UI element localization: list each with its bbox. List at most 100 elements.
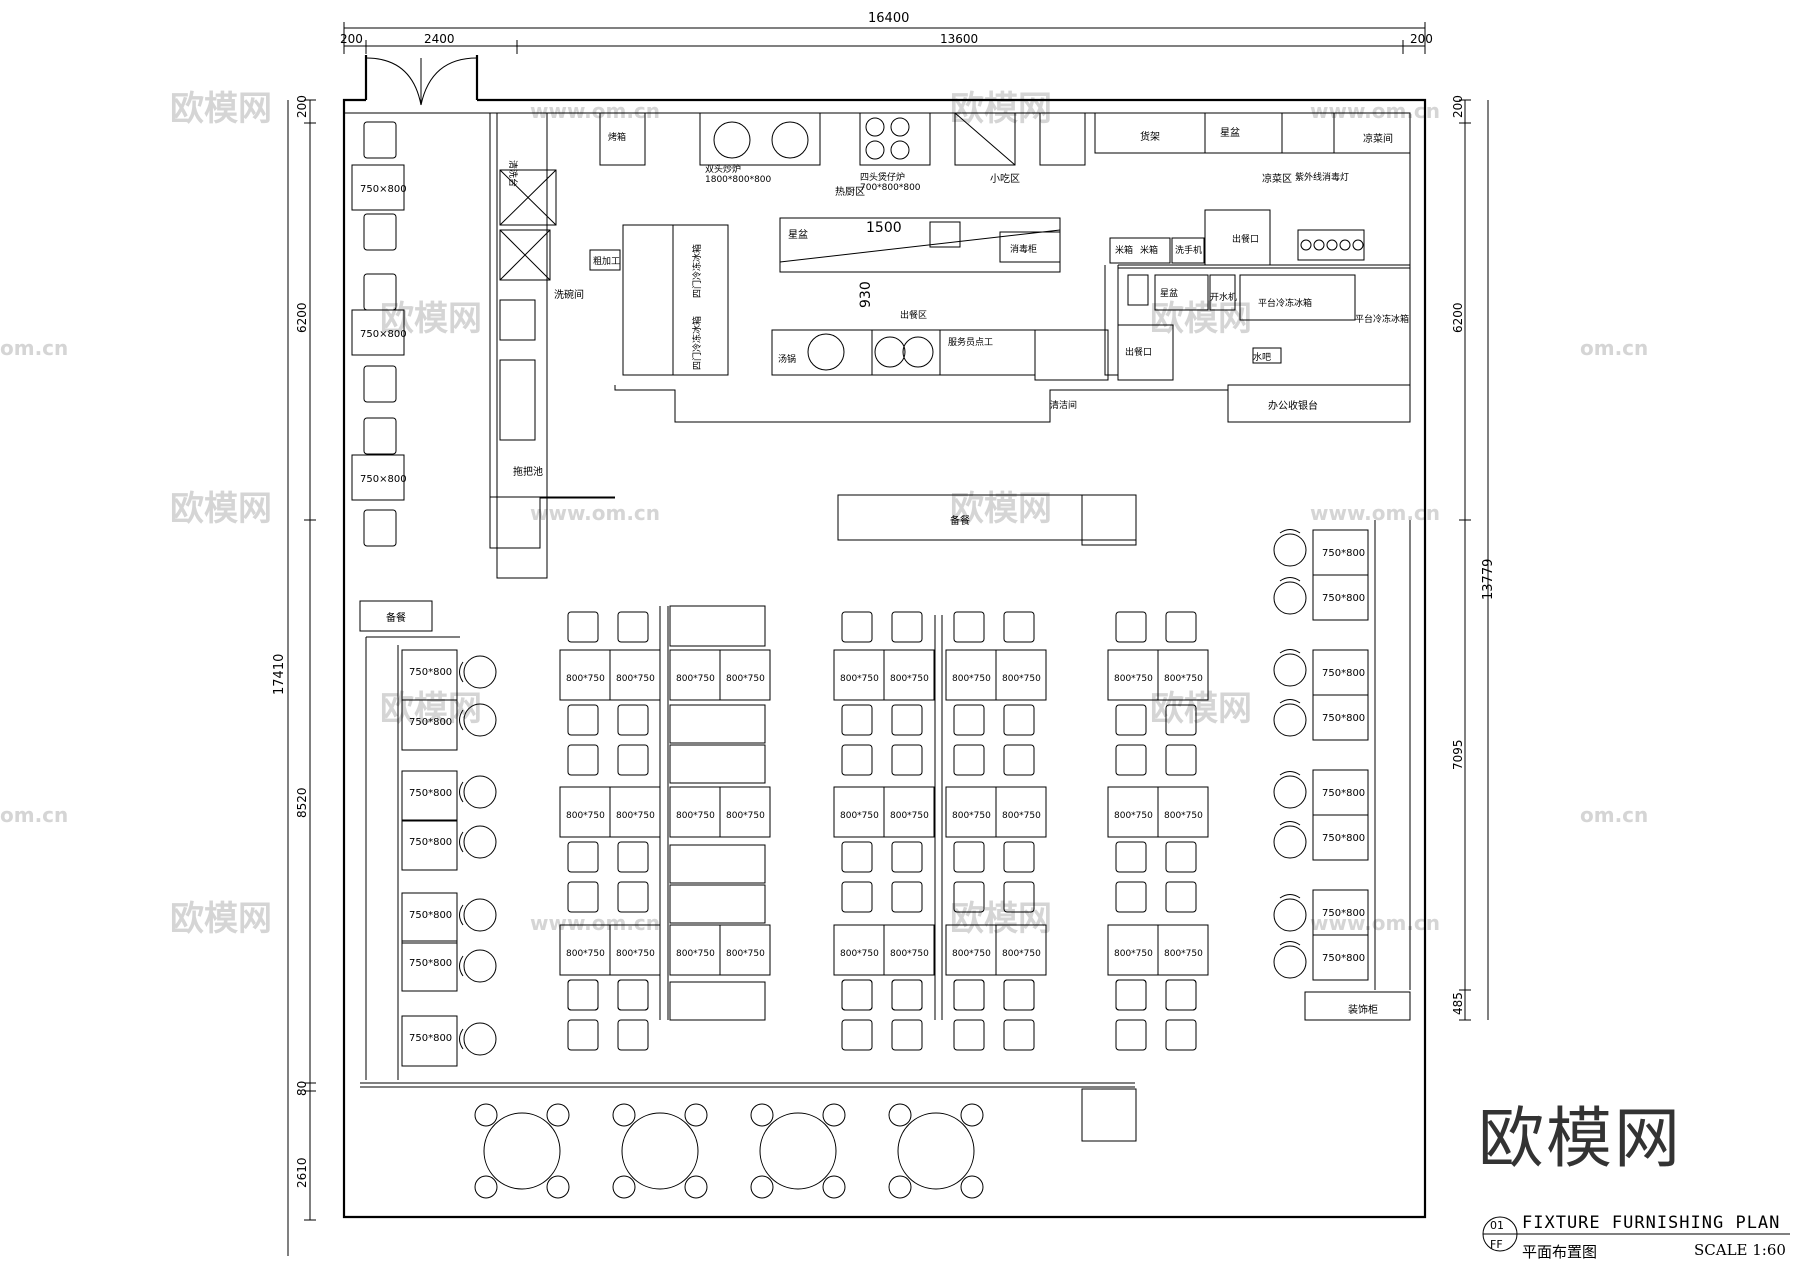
table-label: 800*750 [1114, 949, 1153, 959]
round-chair [1273, 825, 1307, 859]
dim-left-part: 200 [295, 95, 309, 118]
chair [1115, 1019, 1147, 1051]
outer-wall [342, 98, 1427, 1219]
table-label: 800*750 [616, 949, 655, 959]
table-label: 800*750 [840, 949, 879, 959]
equip-label: 粗加工 [593, 255, 620, 267]
soup-station [771, 329, 873, 376]
chair [567, 881, 599, 913]
table-label: 800*750 [616, 811, 655, 821]
fridge-column [672, 224, 729, 376]
round-table-chair [612, 1175, 636, 1199]
equip-label: 消毒柜 [1010, 243, 1037, 255]
round-chair [1273, 775, 1307, 809]
equip-label: 烤箱 [608, 131, 626, 143]
chair [617, 744, 649, 776]
chair [567, 841, 599, 873]
spec-label: 1800*800*800 [705, 175, 772, 185]
chair [1165, 704, 1197, 736]
table-label: 750*800 [409, 837, 452, 848]
deco-cabinet-label: 装饰柜 [1348, 1003, 1378, 1016]
table-label: 800*750 [566, 811, 605, 821]
equip-cross [954, 112, 1016, 166]
water-machine [1209, 274, 1236, 311]
rice-cooker [1039, 112, 1086, 166]
round-chair [1273, 945, 1307, 979]
chair [1165, 881, 1197, 913]
steamer [902, 336, 934, 368]
chair [1165, 611, 1197, 643]
cleaning-room-label: 清洁间 [1050, 399, 1077, 411]
equip-label: 四头煲仔炉 [860, 171, 905, 183]
chair [953, 881, 985, 913]
chair [1165, 744, 1197, 776]
stove-burner [771, 121, 809, 159]
booth-table-label: 750×800 [360, 184, 407, 195]
watermark-url: om.cn [1580, 803, 1648, 827]
rice-box-label: 米箱 [1140, 244, 1158, 256]
double-stove [699, 112, 821, 166]
round-chair [463, 655, 497, 689]
chair-back [459, 661, 464, 683]
round-chair [463, 703, 497, 737]
dish-rack [499, 299, 536, 341]
dim-left-part: 80 [295, 1081, 309, 1096]
round-table-chair [474, 1103, 498, 1127]
dim-right-part: 7095 [1451, 739, 1465, 770]
table [401, 940, 458, 992]
tap [1352, 239, 1364, 251]
soup-label: 汤锅 [778, 354, 796, 365]
steamer [874, 336, 906, 368]
sink-label: 星盆 [1160, 287, 1178, 299]
table-label: 800*750 [616, 674, 655, 684]
chair-back [1279, 821, 1301, 826]
booth-chair [363, 121, 397, 159]
table-label: 750*800 [409, 788, 452, 799]
wash-column [496, 112, 548, 579]
tap [1300, 239, 1312, 251]
table-label: 750*800 [409, 717, 452, 728]
chair [1115, 979, 1147, 1011]
chair [1003, 611, 1035, 643]
dim-left-part: 6200 [295, 302, 309, 333]
dish-area-label: 出餐区 [900, 309, 927, 321]
table [1312, 694, 1369, 741]
table [1312, 814, 1369, 861]
sink-label: 星盆 [1220, 126, 1240, 139]
booth-table-label: 750×800 [360, 329, 407, 340]
flat-fridge-label: 平台冷冻冰箱 [1258, 297, 1312, 309]
booth-chair [363, 213, 397, 251]
chair [1003, 979, 1035, 1011]
table-label: 800*750 [1164, 949, 1203, 959]
dish-out-window [1117, 324, 1174, 381]
island-sink [929, 221, 961, 248]
table-label: 800*750 [676, 811, 715, 821]
spec-label: 700*800*800 [860, 183, 921, 193]
flat-fridge [1239, 274, 1356, 321]
watermark-url: om.cn [0, 803, 68, 827]
table-label: 750*800 [1322, 593, 1365, 604]
water-bar-label: 水吧 [1253, 351, 1271, 363]
watermark-url: www.om.cn [530, 911, 660, 935]
chair [841, 1019, 873, 1051]
chair [617, 1019, 649, 1051]
table-label: 750*800 [409, 958, 452, 969]
round-chair [1273, 581, 1307, 615]
fridge-column [622, 224, 674, 376]
watermark-logo: 欧模网 [380, 689, 482, 729]
watermark-url: www.om.cn [530, 99, 660, 123]
sink-unit [499, 169, 557, 226]
booth-seat [669, 981, 766, 1021]
equip-label: 服务员点工 [948, 336, 993, 348]
table [401, 819, 458, 871]
dim-left-part: 8520 [295, 787, 309, 818]
chair [891, 611, 923, 643]
table-label: 800*750 [952, 811, 991, 821]
table-label: 800*750 [1002, 811, 1041, 821]
mop-pool-label: 拖把池 [513, 465, 543, 478]
chair [841, 841, 873, 873]
round-chair [463, 1022, 497, 1056]
table-label: 800*750 [890, 949, 929, 959]
round-table-chair [684, 1175, 708, 1199]
